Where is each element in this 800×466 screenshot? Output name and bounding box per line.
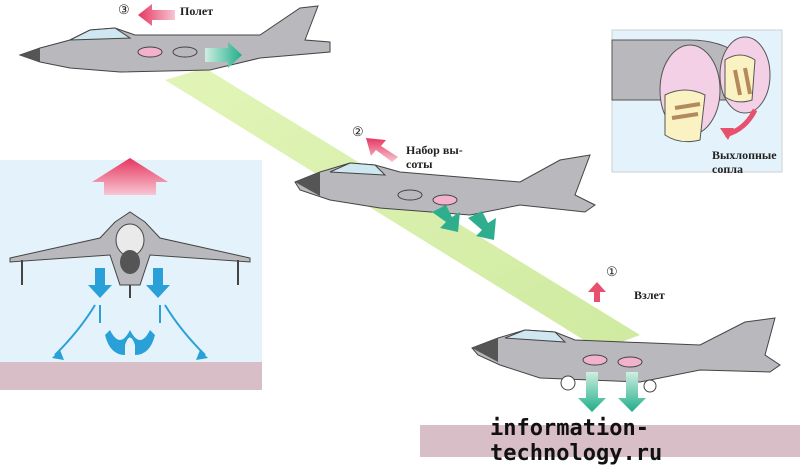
step3-label: Полет bbox=[180, 4, 214, 18]
runway-ground bbox=[420, 425, 800, 457]
thrust-arrow-takeoff-2 bbox=[618, 372, 646, 412]
flow-arrow-left bbox=[52, 350, 64, 360]
hover-panel-ground bbox=[0, 362, 262, 390]
aircraft-flight bbox=[18, 5, 331, 73]
thrust-arrow-flight bbox=[205, 42, 242, 68]
watermark: information-technology.ru bbox=[490, 416, 663, 466]
ground-effect-flow bbox=[54, 304, 206, 356]
direction-arrow-flight bbox=[138, 4, 175, 26]
nozzles-label-line2: сопла bbox=[712, 162, 743, 176]
flow-arrow-right bbox=[196, 350, 208, 360]
thrust-arrow-takeoff-1 bbox=[578, 372, 606, 412]
step3-number: ③ bbox=[118, 2, 130, 17]
thrust-arrow-hover-left bbox=[88, 268, 112, 298]
thrust-arrow-hover-right bbox=[146, 268, 170, 298]
step2-number: ② bbox=[352, 124, 364, 139]
thrust-arrow-climb-1 bbox=[432, 205, 460, 232]
step1-number: ① bbox=[606, 264, 618, 279]
nozzles-label-line1: Выхлопные bbox=[712, 148, 777, 162]
step1-label: Взлет bbox=[634, 288, 665, 302]
aircraft-climb bbox=[294, 154, 596, 216]
lift-arrow-hover bbox=[92, 158, 168, 195]
direction-arrow-takeoff bbox=[588, 282, 606, 302]
fountain-flow bbox=[105, 330, 155, 355]
aircraft-takeoff bbox=[471, 317, 781, 393]
nozzle-inset-drawing bbox=[611, 36, 771, 143]
aircraft-hover-front bbox=[9, 211, 251, 298]
direction-arrow-climb bbox=[366, 138, 398, 162]
step2-label-line1: Набор вы- bbox=[406, 143, 463, 157]
thrust-arrow-climb-2 bbox=[468, 211, 496, 240]
step2-label-line2: соты bbox=[406, 157, 433, 171]
